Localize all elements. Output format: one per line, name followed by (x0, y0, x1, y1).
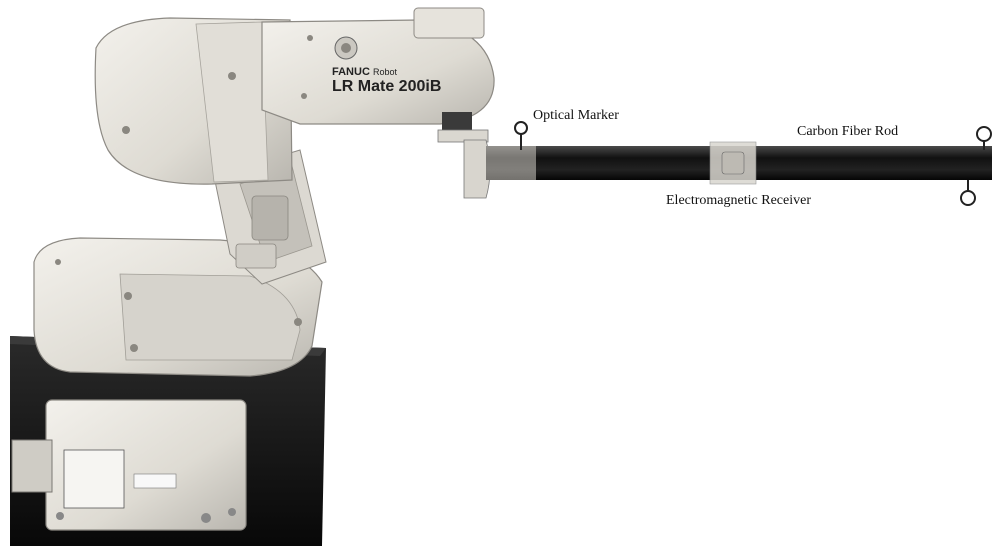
robot-wrist-flange (437, 112, 491, 199)
brand-maker-sub: Robot (372, 67, 397, 77)
robot-forearm (261, 7, 495, 125)
robot-brand-model: LR Mate 200iB (332, 78, 442, 95)
robot-brand-maker: FANUC Robot (332, 66, 397, 78)
robot-base (11, 399, 247, 531)
optical-marker-far-top (976, 126, 992, 150)
optical-marker-label: Optical Marker (533, 108, 619, 123)
robot-upper-arm (94, 17, 293, 185)
electromagnetic-receiver-label: Electromagnetic Receiver (666, 193, 811, 208)
brand-maker-text: FANUC (332, 66, 370, 78)
carbon-fiber-rod (486, 141, 992, 185)
optical-marker-near (514, 121, 528, 150)
optical-marker-far-bottom (960, 180, 976, 206)
robot-vertical-link (213, 149, 327, 285)
carbon-fiber-rod-label: Carbon Fiber Rod (797, 124, 899, 139)
